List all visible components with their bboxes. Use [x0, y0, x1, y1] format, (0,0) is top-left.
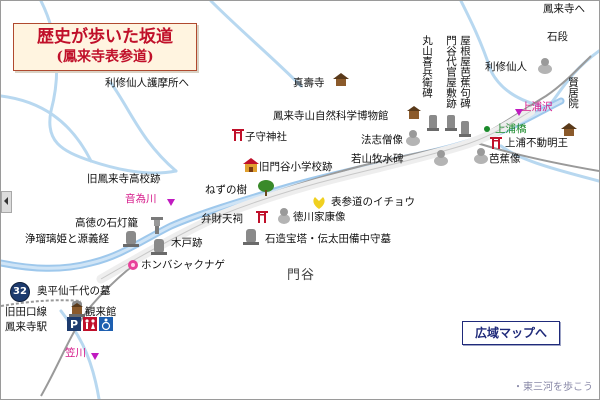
rail-old [1, 299, 82, 307]
stream-mid-left [109, 81, 178, 173]
label-horaiji-station: 鳳来寺駅 [5, 321, 47, 333]
label-hotsu-shakunage: ホンバシャクナゲ [141, 259, 225, 271]
flower-icon [128, 260, 138, 270]
temple-icon [561, 123, 577, 136]
label-sekizo-hoto: 石造宝塔・伝太田備中守墓 [265, 233, 391, 245]
label-kamiura-fudo: 上浦不動明王 [505, 137, 568, 149]
restroom-icon [83, 317, 97, 331]
wide-map-button[interactable]: 広域マップへ [462, 321, 560, 345]
viewpoint-marker-icon [515, 109, 523, 116]
label-kimon: 木戸跡 [171, 237, 203, 249]
map-title: 歴史が歩いた坂道 [37, 27, 173, 47]
school-icon [243, 158, 259, 172]
label-maruyama-kihei: 丸山喜兵衛碑 [421, 35, 433, 98]
stone-monument-icon [427, 115, 439, 131]
temple-icon [333, 73, 349, 86]
label-otowagawa: 音為川 [125, 193, 157, 205]
bridge-marker-icon [484, 126, 490, 132]
label-kyu-monya-school: 旧門谷小学校跡 [259, 161, 333, 173]
statue-icon [434, 150, 448, 166]
label-kenkyoin: 賢居院 [567, 77, 579, 109]
label-kotoku-toro: 高徳の石灯籠 [75, 217, 138, 229]
label-joruri: 浄瑠璃姫と源義経 [25, 233, 109, 245]
title-box: 歴史が歩いた坂道 (鳳来寺表参道) [13, 23, 197, 71]
label-omotesando-icho: 表参道のイチョウ [331, 196, 415, 208]
label-kankokan: 観来館 [85, 306, 117, 318]
map-subtitle: (鳳来寺表参道) [56, 49, 154, 65]
statue-icon [474, 148, 488, 164]
torii-icon [490, 137, 502, 149]
route-32-badge: 32 [10, 282, 30, 302]
torii-icon [232, 129, 244, 141]
label-monya-district: 門谷 [287, 268, 316, 283]
accessible-icon [99, 317, 113, 331]
label-monya-daikan: 門谷代官屋敷跡 [445, 35, 457, 109]
scroll-left-arrow[interactable] [1, 191, 12, 213]
label-kasagawa: 笠川 [65, 347, 86, 359]
label-okuya-basho: 屋根屋芭蕉句碑 [459, 35, 471, 109]
viewpoint-marker-icon [167, 199, 175, 206]
label-nezu-tree: ねずの樹 [205, 184, 247, 196]
label-bentenshi: 弁財天祠 [201, 213, 243, 225]
stream-bottom-right [499, 144, 599, 183]
stream-right-top [459, 1, 543, 108]
label-okuhira-tomb: 奥平仙千代の墓 [37, 285, 111, 297]
label-horaiji-dest[interactable]: 鳳来寺へ [543, 3, 585, 15]
ginkgo-icon [313, 197, 325, 209]
stream-left-branch [1, 94, 93, 163]
statue-icon [406, 130, 420, 146]
label-rishu-gomajo[interactable]: 利修仙人護摩所へ [105, 77, 189, 89]
stone-monument-icon [459, 121, 471, 137]
building-icon [71, 303, 83, 314]
stream-kasagawa [59, 309, 101, 399]
stream-upper [209, 1, 303, 88]
label-rishu-sennin: 利修仙人 [485, 61, 527, 73]
label-kamiurasawa: 上浦沢 [521, 101, 553, 113]
label-basho-zo: 芭蕉像 [489, 153, 521, 165]
label-museum: 鳳来寺山自然科学博物館 [273, 110, 389, 122]
label-tokugawa-ieyasu: 徳川家康像 [293, 211, 346, 223]
label-kyu-horaiji-high: 旧鳳来寺高校跡 [87, 173, 161, 185]
road-side [470, 140, 599, 172]
stone-monument-icon [445, 115, 457, 131]
museum-icon [407, 106, 421, 119]
label-shinsoji: 真壽寺 [293, 77, 325, 89]
label-hoshi: 法志僧像 [361, 134, 403, 146]
torii-icon [256, 211, 268, 223]
parking-icon: P [67, 317, 81, 331]
site-credit: ・東三河を歩こう [513, 382, 593, 393]
stone-monument-icon [123, 231, 139, 247]
label-kyu-tagu-line: 旧田口線 [5, 306, 47, 318]
stone-lantern-icon [151, 217, 163, 234]
statue-icon [278, 208, 290, 224]
label-koyomori: 子守神社 [245, 131, 287, 143]
statue-icon [538, 58, 552, 74]
viewpoint-marker-icon [91, 353, 99, 360]
stone-monument-icon [151, 239, 167, 255]
stone-monument-icon [243, 229, 259, 245]
svg-text:P: P [70, 318, 78, 331]
tree-icon [258, 180, 274, 196]
label-wakayama: 若山牧水碑 [351, 153, 404, 165]
label-kamiurabashi: 上浦橋 [495, 123, 527, 135]
label-ishidan: 石段 [547, 31, 568, 43]
